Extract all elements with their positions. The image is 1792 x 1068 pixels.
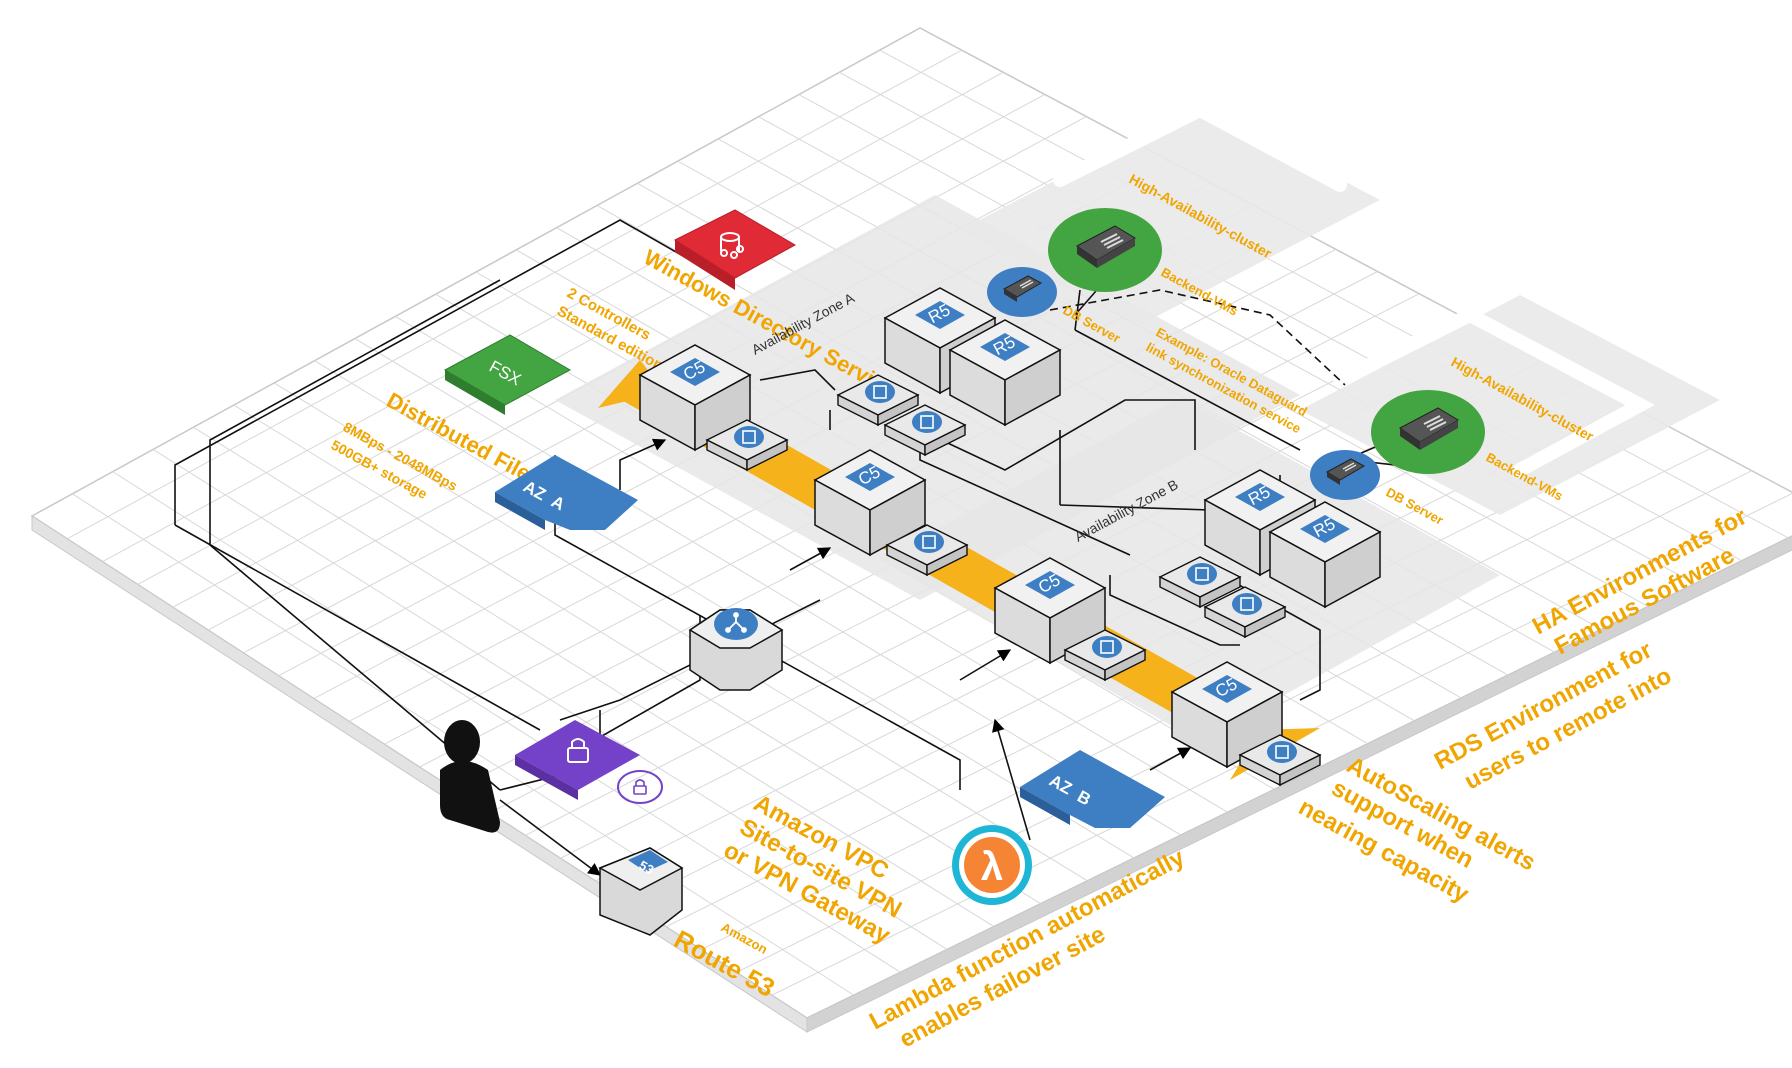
chip-6 xyxy=(883,404,967,457)
az-b-badge xyxy=(1020,750,1165,828)
chip-5 xyxy=(836,374,920,427)
chip-7 xyxy=(1158,556,1242,609)
chip-servers xyxy=(705,374,1322,787)
vpn-lock-icon xyxy=(617,770,663,804)
db-server-a xyxy=(987,267,1057,317)
ha-cluster-b xyxy=(1371,390,1485,474)
hub-octagon xyxy=(688,608,784,691)
chip-2 xyxy=(885,524,969,577)
r5-instance-2: R5 xyxy=(948,319,1062,427)
chip-4 xyxy=(1238,734,1322,787)
route53-badge: 53 xyxy=(637,857,657,877)
lambda-glyph: λ xyxy=(981,845,1003,889)
r5-instance-4: R5 xyxy=(1268,501,1382,609)
windows-directory-icon xyxy=(673,209,797,290)
chip-8 xyxy=(1203,586,1287,639)
az-a-badge xyxy=(495,455,638,530)
grid-line xyxy=(839,71,1742,562)
user-icon xyxy=(440,720,500,833)
ha-cluster-a xyxy=(1048,208,1162,292)
c5-instance-1: C5 xyxy=(638,344,752,452)
grid-line xyxy=(798,94,1696,585)
c5-instance-3: C5 xyxy=(993,557,1107,665)
c5-instance-4: C5 xyxy=(1170,661,1284,769)
lambda-icon xyxy=(952,825,1032,905)
chip-3 xyxy=(1063,629,1147,682)
route53-icon xyxy=(598,847,684,936)
vpn-gateway-icon xyxy=(515,720,640,800)
grid-line xyxy=(879,49,1789,539)
chip-1 xyxy=(705,419,789,472)
db-server-b xyxy=(1310,450,1380,500)
fsx-icon xyxy=(443,334,572,415)
c5-instance-2: C5 xyxy=(813,449,927,557)
